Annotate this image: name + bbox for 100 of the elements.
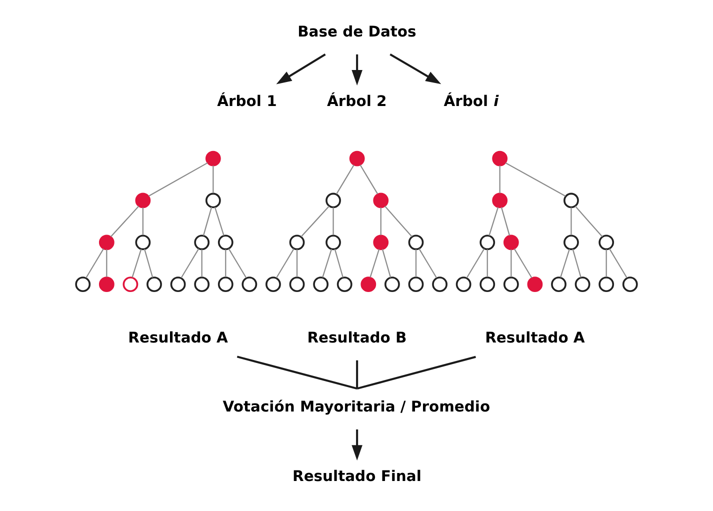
connector — [608, 248, 628, 278]
connector — [380, 206, 382, 235]
node-circle — [326, 234, 341, 250]
node-circle — [598, 276, 614, 292]
arrow — [352, 428, 362, 460]
connector — [499, 165, 500, 193]
connector — [384, 205, 412, 237]
arrow — [276, 53, 326, 84]
node-circle — [384, 276, 400, 292]
node-text: Votación Mayoritaria / Promedio — [222, 398, 490, 416]
node-circle — [194, 276, 210, 292]
node-circle — [266, 276, 281, 292]
connector — [356, 355, 476, 390]
connector — [572, 248, 582, 278]
node-circle — [218, 276, 234, 292]
connector — [142, 206, 144, 235]
connector — [514, 248, 532, 278]
node-circle — [289, 234, 305, 250]
connector — [106, 248, 108, 277]
node-circle — [432, 276, 448, 292]
connector — [225, 248, 226, 277]
connector — [300, 205, 330, 237]
connector — [570, 206, 572, 235]
node-circle — [527, 276, 543, 292]
node-circle — [122, 276, 138, 292]
node-circle — [373, 234, 389, 250]
connector — [336, 164, 354, 194]
connector — [356, 360, 358, 388]
connector — [236, 355, 358, 390]
node-circle — [598, 234, 614, 250]
node-circle — [622, 276, 638, 292]
node-circle — [170, 276, 186, 292]
node-circle — [360, 276, 376, 292]
node-circle — [218, 234, 234, 250]
node-circle — [326, 192, 341, 208]
node-circle — [373, 192, 389, 208]
node-circle — [146, 276, 162, 292]
connector — [606, 248, 607, 277]
connector — [360, 164, 378, 194]
node-circle — [480, 234, 496, 250]
connector — [415, 248, 417, 277]
node-text: Resultado A — [485, 329, 585, 346]
connector — [110, 205, 140, 237]
node-text: Árbol i — [444, 92, 499, 110]
node-text: Árbol 2 — [327, 92, 387, 110]
connector — [334, 248, 344, 278]
node-circle — [456, 276, 472, 292]
node-circle — [503, 276, 519, 292]
connector — [370, 248, 380, 278]
connector — [202, 206, 212, 236]
connector — [505, 162, 566, 196]
node-circle — [336, 276, 352, 292]
node-circle — [98, 276, 114, 292]
node-circle — [480, 276, 496, 292]
node-text: Árbol 1 — [217, 92, 277, 110]
node-circle — [135, 192, 151, 208]
connector — [228, 248, 247, 278]
connector — [486, 248, 488, 277]
connector — [500, 206, 510, 236]
node-circle — [574, 276, 590, 292]
connector — [132, 248, 142, 278]
connector — [510, 248, 512, 277]
connector — [180, 248, 200, 278]
node-circle — [492, 150, 508, 166]
arrow — [352, 54, 362, 85]
node-circle — [313, 276, 329, 292]
node-circle — [242, 276, 258, 292]
connector — [296, 248, 298, 277]
connector — [214, 206, 224, 236]
connector — [488, 206, 499, 236]
connector — [212, 165, 214, 193]
node-text: Resultado Final — [292, 467, 422, 484]
connector — [382, 248, 392, 278]
node-text: Resultado B — [307, 329, 407, 346]
node-circle — [205, 150, 221, 166]
connector — [201, 248, 202, 277]
node-circle — [564, 192, 579, 208]
node-circle — [194, 234, 210, 250]
connector — [144, 248, 154, 278]
node-circle — [75, 276, 91, 292]
node-circle — [551, 276, 566, 292]
node-circle — [98, 234, 114, 250]
node-circle — [408, 234, 424, 250]
node-circle — [205, 192, 221, 208]
node-circle — [349, 150, 365, 166]
node-text: Resultado A — [128, 329, 228, 346]
node-circle — [408, 276, 424, 292]
node-circle — [503, 234, 519, 250]
node-circle — [289, 276, 305, 292]
node-circle — [135, 234, 151, 250]
node-circle — [564, 234, 579, 250]
connector — [560, 248, 570, 278]
connector — [332, 206, 334, 235]
connector — [574, 205, 603, 237]
connector — [86, 248, 104, 278]
arrow — [390, 53, 442, 84]
connector — [322, 248, 332, 278]
connector — [276, 248, 294, 278]
connector — [148, 162, 208, 196]
node-text: Base de Datos — [298, 23, 416, 40]
